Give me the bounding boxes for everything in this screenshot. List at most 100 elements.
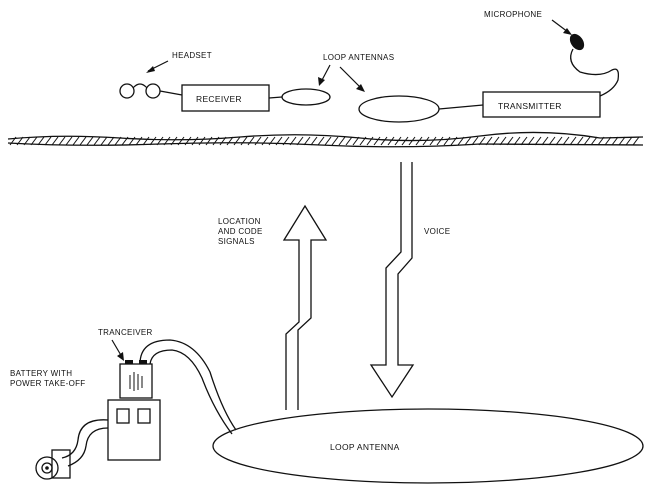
ground-hatch-stroke — [576, 136, 584, 146]
ground-hatch-stroke — [9, 136, 17, 146]
voice-label: VOICE — [424, 227, 450, 236]
ground-hatch-stroke — [317, 136, 325, 146]
ground-hatch-stroke — [289, 136, 297, 146]
ground-hatch-stroke — [492, 136, 500, 146]
ground-hatch-stroke — [156, 136, 164, 146]
ground-hatch-stroke — [163, 136, 171, 146]
ground-hatch-stroke — [527, 136, 535, 146]
transmitter-box — [482, 91, 601, 118]
ground-hatch-stroke — [296, 136, 304, 146]
ground-hatch-stroke — [471, 136, 479, 146]
ground-hatch-stroke — [359, 136, 367, 146]
ground-hatch-stroke — [450, 136, 458, 146]
location-label-line2: AND CODE — [218, 227, 263, 236]
ground-hatch-stroke — [254, 136, 262, 146]
ground-hatch-stroke — [618, 136, 626, 146]
ground-hatch-stroke — [555, 136, 563, 146]
ground-hatch-stroke — [233, 136, 241, 146]
ground-hatch-stroke — [338, 136, 346, 146]
ground-hatch-stroke — [548, 136, 556, 146]
microphone-label: MICROPHONE — [484, 10, 542, 19]
transmitter-antenna-wire — [438, 104, 484, 110]
ground-hatch-stroke — [184, 136, 192, 146]
ground-hatch-stroke — [303, 136, 311, 146]
ground-hatch-stroke — [625, 136, 633, 146]
ground-hatch-stroke — [261, 136, 269, 146]
ground-hatch-stroke — [79, 136, 87, 146]
ground-hatch-stroke — [177, 136, 185, 146]
ground-hatch-stroke — [345, 136, 353, 146]
ground-hatch-stroke — [464, 136, 472, 146]
antenna-cable — [139, 339, 237, 431]
ground-hatch-stroke — [240, 136, 248, 146]
underground-loop-antenna — [212, 408, 644, 484]
tranceiver-pointer-arrow — [111, 339, 124, 361]
ground-hatch-stroke — [394, 136, 402, 146]
headset-icon — [119, 83, 183, 99]
ground-hatch-stroke — [142, 136, 150, 146]
ground-hatch-stroke — [380, 136, 388, 146]
ground-hatch-stroke — [597, 136, 605, 146]
ground-hatch-stroke — [16, 136, 24, 146]
ground-hatch-stroke — [93, 136, 101, 146]
ground-hatch-stroke — [604, 136, 612, 146]
ground-hatch-stroke — [387, 136, 395, 146]
ground-hatch-stroke — [30, 136, 38, 146]
ground-hatch-stroke — [86, 136, 94, 146]
ground-hatch-stroke — [149, 136, 157, 146]
ground-hatch-stroke — [23, 136, 31, 146]
microphone-pointer-arrow — [551, 19, 572, 35]
ground-hatch-stroke — [121, 136, 129, 146]
ground-hatch-stroke — [443, 136, 451, 146]
tranceiver-box — [119, 360, 153, 399]
ground-hatch — [7, 131, 644, 148]
headset-pointer-arrow — [146, 60, 169, 73]
ground-hatch-stroke — [499, 136, 507, 146]
ground-hatch-stroke — [72, 136, 80, 146]
ground-hatch-stroke — [373, 136, 381, 146]
location-label-line1: LOCATION — [218, 217, 261, 226]
ground-hatch-stroke — [247, 136, 255, 146]
ground-hatch-stroke — [219, 136, 227, 146]
ground-hatch-stroke — [436, 136, 444, 146]
ground-hatch-stroke — [107, 136, 115, 146]
ground-hatch-stroke — [128, 136, 136, 146]
ground-hatch-stroke — [513, 136, 521, 146]
ground-hatch-stroke — [583, 136, 591, 146]
ground-hatch-stroke — [282, 136, 290, 146]
ground-hatch-stroke — [324, 136, 332, 146]
ground-hatch-stroke — [205, 136, 213, 146]
ground-hatch-stroke — [541, 136, 549, 146]
lightning-arrow-up — [282, 204, 328, 410]
microphone-icon — [569, 33, 620, 97]
ground-hatch-stroke — [58, 136, 66, 146]
ground-hatch-stroke — [44, 136, 52, 146]
ground-hatch-stroke — [170, 136, 178, 146]
ground-hatch-stroke — [478, 136, 486, 146]
ground-hatch-stroke — [590, 136, 598, 146]
battery-box — [107, 399, 161, 461]
ground-hatch-stroke — [485, 136, 493, 146]
ground-hatch-stroke — [611, 136, 619, 146]
receiver-label: RECEIVER — [196, 94, 242, 104]
headset-label: HEADSET — [172, 51, 212, 60]
ground-hatch-stroke — [366, 136, 374, 146]
tranceiver-label: TRANCEIVER — [98, 328, 153, 337]
ground-hatch-stroke — [506, 136, 514, 146]
loop-antennas-label: LOOP ANTENNAS — [323, 53, 394, 62]
ground-hatch-stroke — [275, 136, 283, 146]
ground-hatch-stroke — [100, 136, 108, 146]
loop-antennas-pointer-arrows — [318, 64, 365, 92]
ground-hatch-stroke — [37, 136, 45, 146]
loop-antenna-label: LOOP ANTENNA — [330, 442, 400, 452]
ground-hatch-stroke — [310, 136, 318, 146]
ground-hatch-stroke — [569, 136, 577, 146]
location-label-line3: SIGNALS — [218, 237, 255, 246]
ground-hatch-stroke — [114, 136, 122, 146]
ground-hatch-stroke — [422, 136, 430, 146]
ground-hatch-stroke — [331, 136, 339, 146]
battery-label-line2: POWER TAKE-OFF — [10, 379, 85, 388]
ground-hatch-stroke — [212, 136, 220, 146]
